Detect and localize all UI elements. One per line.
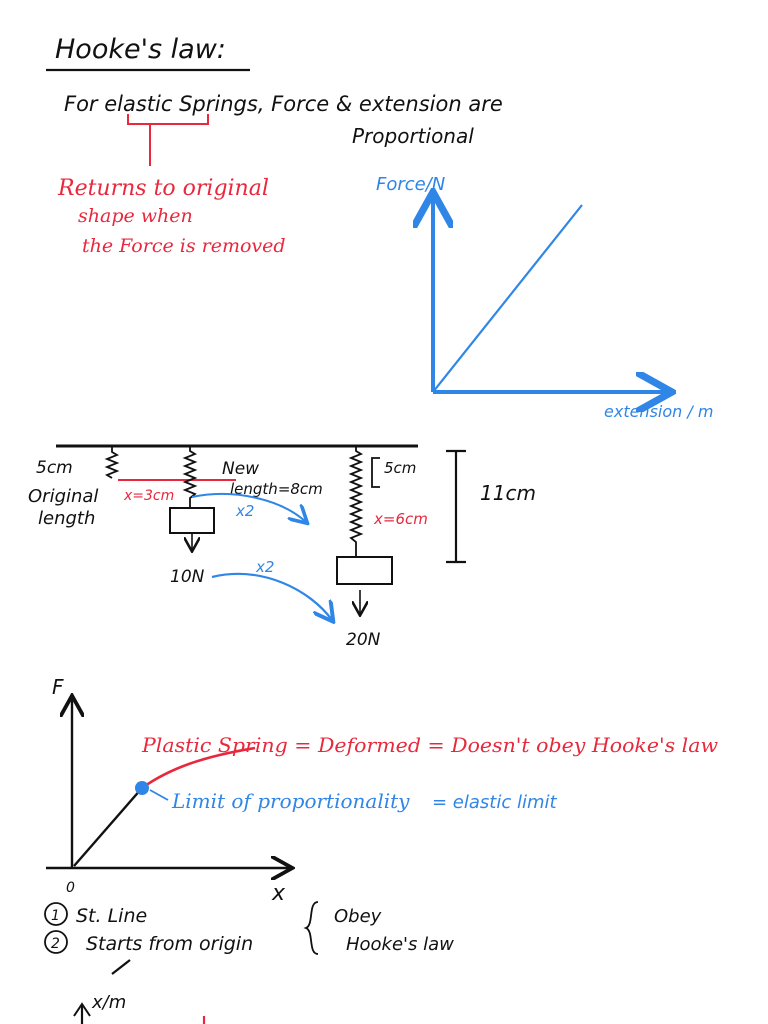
- force-x-graph: F x 0 Plastic Spring = Deformed = Doesn'…: [46, 675, 718, 906]
- obey-label-2: Hooke's law: [346, 934, 454, 955]
- times-two-label-2: x2: [255, 558, 274, 576]
- original-length-label-2: length: [38, 508, 95, 529]
- plastic-spring-note: Plastic Spring = Deformed = Doesn't obey…: [141, 733, 718, 757]
- item-2-text: Starts from origin: [86, 933, 253, 955]
- elastic-bracket: [127, 114, 209, 166]
- x-graph-partial: x/m: [73, 992, 206, 1024]
- original-length-label-1: Original: [28, 486, 98, 507]
- graph2-plastic-curve: [141, 746, 256, 790]
- times-two-label-1: x2: [235, 502, 254, 520]
- page-title: Hooke's law:: [55, 34, 226, 65]
- item-1-number: 1: [51, 908, 60, 924]
- graph1-proportional-line: [432, 204, 583, 393]
- extension-3cm: x=3cm: [123, 488, 174, 504]
- limit-note-1: Limit of proportionality: [171, 789, 410, 813]
- graph3-y-label: x/m: [91, 992, 126, 1013]
- item-2-circle: [44, 930, 68, 954]
- springs-diagram: 5cm Original length x=3cm New length=8cm…: [28, 444, 536, 650]
- conditions-list: 1 St. Line 2 Starts from origin Obey Hoo…: [44, 901, 454, 975]
- spring-3-bracket: [371, 457, 380, 488]
- new-length-label-2: length=8cm: [230, 480, 323, 498]
- double-arrow-2: [211, 572, 332, 620]
- limit-point: [135, 781, 149, 795]
- spring-1-length: 5cm: [36, 458, 73, 478]
- total-length-marker: [446, 449, 466, 564]
- obey-brace: [303, 901, 319, 955]
- item-2-number: 2: [51, 936, 60, 952]
- extension-6cm: x=6cm: [373, 510, 428, 528]
- mass-20n: [336, 556, 393, 585]
- double-arrow-1: [191, 493, 306, 522]
- spring-3: [348, 446, 364, 556]
- force-10n: 10N: [170, 567, 205, 587]
- graph2-origin: 0: [66, 880, 75, 896]
- spring-2: [182, 446, 198, 508]
- obey-label-1: Obey: [334, 906, 382, 927]
- force-20n: 20N: [346, 630, 381, 650]
- limit-note-2: = elastic limit: [432, 792, 558, 813]
- elastic-note-line-2: shape when: [78, 205, 193, 227]
- mass-10n: [169, 507, 215, 534]
- graph2-proportional-line: [73, 787, 143, 867]
- elastic-note-line-3: the Force is removed: [82, 235, 286, 257]
- stroke-under-list: [111, 959, 131, 975]
- new-length-label-1: New: [222, 459, 259, 479]
- limit-pointer: [149, 789, 169, 801]
- spring-3-length: 5cm: [384, 459, 416, 477]
- graph2-y-label: F: [52, 675, 64, 699]
- graph1-y-label: Force/N: [376, 174, 445, 195]
- total-length-11cm: 11cm: [480, 481, 536, 505]
- graph1-x-label: extension / m: [604, 402, 713, 421]
- item-1-circle: [44, 902, 68, 926]
- item-1-text: St. Line: [76, 905, 147, 927]
- spring-1: [104, 446, 120, 479]
- graph2-x-label: x: [271, 881, 286, 906]
- elastic-note-line-1: Returns to original: [57, 176, 269, 201]
- intro-line-1: For elastic Springs, Force & extension a…: [64, 92, 503, 116]
- intro-line-2: Proportional: [352, 124, 474, 148]
- force-extension-graph: Force/N extension / m: [376, 174, 713, 421]
- graph3-y-arrowhead: [73, 1002, 91, 1017]
